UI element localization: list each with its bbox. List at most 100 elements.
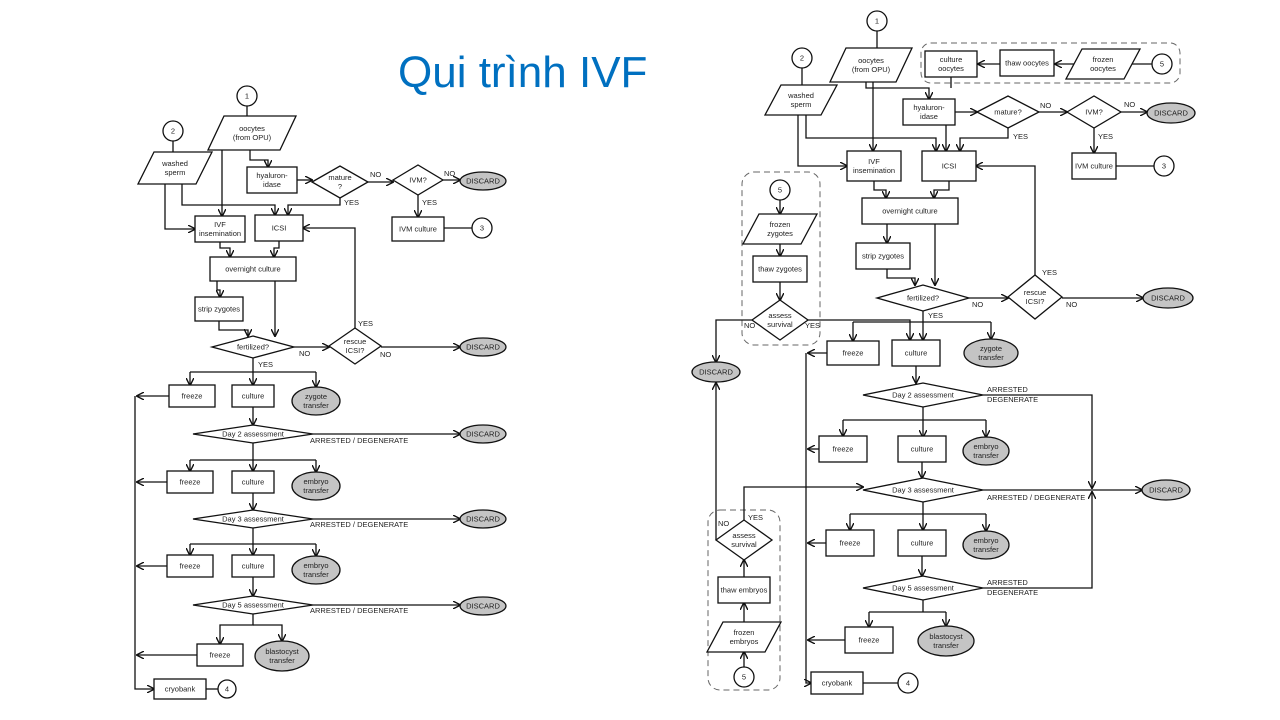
right-node-cryobank: cryobank — [810, 671, 864, 695]
right-culture1-label: culture — [905, 349, 928, 358]
left-ivf-label: IVF — [214, 220, 226, 229]
right-branch-label-arr3: ARRESTED / DEGENERATE — [987, 493, 1085, 502]
right-branch-label-no_mature: NO — [1040, 101, 1051, 110]
left-connector — [303, 228, 356, 328]
right-node-day5: Day 5 assessment — [862, 575, 984, 601]
right-node-culture3: culture — [897, 529, 947, 557]
left-hyal-label: hyaluron- — [256, 171, 288, 180]
left-c3-label: 3 — [480, 224, 484, 233]
right-node-c5a: 5 — [1151, 53, 1173, 75]
left-blast-label: transfer — [269, 656, 295, 665]
right-branch-label-no_rescue: NO — [1066, 300, 1077, 309]
left-branch-label-no_mature: NO — [370, 170, 381, 179]
right-frozzy-label: frozen — [770, 220, 791, 229]
left-connector — [274, 241, 280, 257]
right-frozem-label: embryos — [730, 637, 759, 646]
right-branch-label-no_fert: NO — [972, 300, 983, 309]
left-connector — [217, 281, 220, 297]
right-c5b-label: 5 — [778, 186, 782, 195]
right-branch-label-no_assem: NO — [718, 519, 729, 528]
left-discard5-label: DISCARD — [466, 602, 500, 611]
right-day3-label: Day 3 assessment — [892, 486, 955, 495]
left-rescue-label: rescue — [344, 337, 367, 346]
right-blast-label: blastocyst — [929, 632, 963, 641]
right-cryobank-label: cryobank — [822, 679, 853, 688]
left-connector — [164, 184, 195, 229]
left-mature-label: mature — [328, 173, 351, 182]
right-branch-label-arr2a: ARRESTED — [987, 385, 1028, 394]
left-zygote-label: zygote — [305, 392, 327, 401]
left-node-oocytes: oocytes(from OPU) — [206, 115, 298, 151]
right-frozoo-label: oocytes — [1090, 64, 1116, 73]
left-connector — [220, 614, 254, 644]
left-node-ivmculture: IVM culture — [391, 216, 445, 242]
right-c2-label: 2 — [800, 54, 804, 63]
right-assem-label: assess — [732, 531, 756, 540]
left-node-overnight: overnight culture — [209, 256, 297, 282]
left-oocytes-label: oocytes — [239, 124, 265, 133]
left-node-freeze3: freeze — [166, 554, 214, 578]
right-node-discard1: DISCARD — [1146, 102, 1196, 124]
left-node-icsi: ICSI — [254, 214, 304, 242]
right-connector — [805, 115, 936, 151]
right-node-culture2: culture — [897, 435, 947, 463]
right-connector — [886, 269, 915, 285]
left-embryo2-label: transfer — [303, 570, 329, 579]
right-strip-label: strip zygotes — [862, 252, 904, 261]
frozen-oocytes-group — [920, 42, 1181, 84]
slide-title: Qui trình IVF — [398, 48, 648, 97]
right-freeze1-label: freeze — [843, 349, 864, 358]
right-c5a-label: 5 — [1160, 60, 1164, 69]
right-connector — [934, 181, 950, 198]
right-connector — [743, 487, 863, 520]
left-node-freeze4: freeze — [196, 643, 244, 667]
left-node-cryobank: cryobank — [153, 678, 207, 700]
right-connector — [865, 82, 929, 99]
left-branch-label-yes_ivm: YES — [422, 198, 437, 207]
left-node-discard2: DISCARD — [459, 337, 507, 357]
right-ivmculture-label: IVM culture — [1075, 162, 1113, 171]
left-icsi-label: ICSI — [272, 224, 287, 233]
right-day2-label: Day 2 assessment — [892, 391, 955, 400]
left-node-c1: 1 — [236, 85, 258, 107]
left-oocytes-label: (from OPU) — [233, 133, 272, 142]
right-connector — [806, 353, 811, 683]
right-node-icsi: ICSI — [921, 150, 977, 182]
right-ivm-label: IVM? — [1085, 108, 1103, 117]
left-node-day2: Day 2 assessment — [192, 424, 314, 444]
left-discard1-label: DISCARD — [466, 177, 500, 186]
right-discard3-label: DISCARD — [1149, 486, 1183, 495]
left-node-c2: 2 — [162, 120, 184, 142]
left-c4-label: 4 — [225, 685, 229, 694]
right-node-thawem: thaw embryos — [717, 576, 771, 604]
left-node-fert: fertilized? — [209, 335, 297, 359]
right-freeze4-label: freeze — [859, 636, 880, 645]
left-node-mature: mature? — [310, 165, 370, 199]
right-discardL-label: DISCARD — [699, 368, 733, 377]
right-c5c-label: 5 — [742, 673, 746, 682]
right-branch-label-arr5b: DEGENERATE — [987, 588, 1038, 597]
right-assem-label: survival — [731, 540, 757, 549]
left-branch-label-arr3: ARRESTED / DEGENERATE — [310, 520, 408, 529]
left-branch-label-arr5: ARRESTED / DEGENERATE — [310, 606, 408, 615]
right-node-freeze4: freeze — [844, 626, 894, 654]
right-branch-label-yes_ivm: YES — [1098, 132, 1113, 141]
left-node-strip: strip zygotes — [194, 296, 244, 322]
right-zygote-label: transfer — [978, 353, 1004, 362]
left-node-discard3: DISCARD — [459, 424, 507, 444]
left-node-day3: Day 3 assessment — [192, 509, 314, 529]
left-culture3-label: culture — [242, 562, 265, 571]
right-ivf-label: insemination — [853, 166, 895, 175]
right-node-freeze3: freeze — [825, 529, 875, 557]
